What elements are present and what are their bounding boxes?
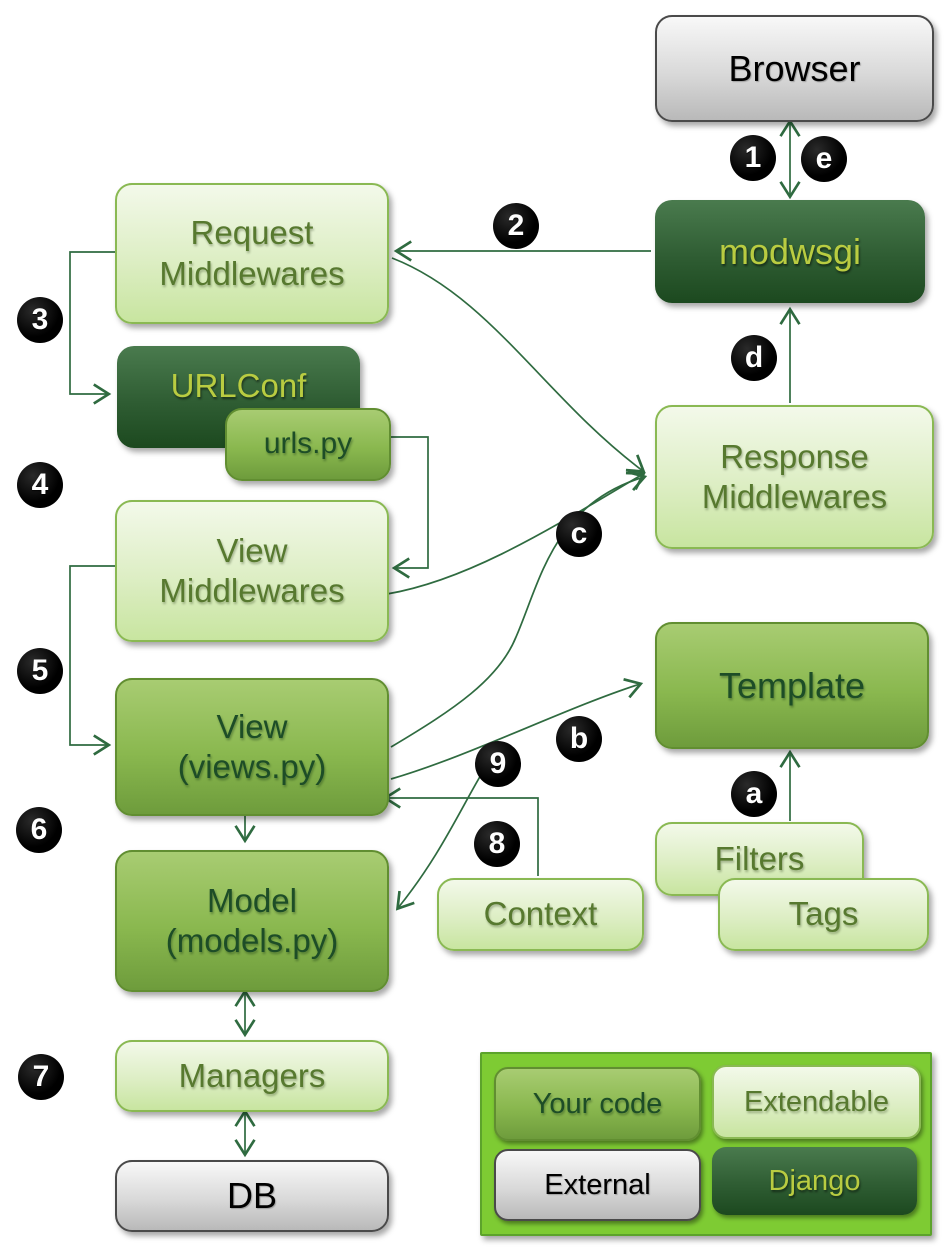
step-badge-b: b (556, 716, 602, 762)
step-badge-3: 3 (17, 297, 63, 343)
node-view: View (views.py) (115, 678, 389, 816)
legend-item-django: Django (712, 1147, 917, 1215)
edge-context-to-view (382, 787, 539, 876)
edge-view-middlewares-to-response-middlewares (386, 471, 646, 595)
node-response-middlewares-label: Response Middlewares (701, 437, 888, 515)
node-urlconf-label: URLConf (170, 366, 307, 404)
edge-view-middlewares-to-view (69, 565, 115, 756)
node-tags: Tags (718, 878, 929, 951)
node-tags-label: Tags (788, 895, 859, 933)
node-template: Template (655, 622, 929, 749)
node-modwsgi: modwsgi (655, 200, 925, 303)
step-badge-5: 5 (17, 648, 63, 694)
step-badge-1: 1 (730, 135, 776, 181)
node-filters-label: Filters (714, 839, 805, 877)
edge-request-middlewares-to-response-middlewares (391, 257, 646, 473)
step-badge-c: c (556, 511, 602, 557)
node-context: Context (437, 878, 644, 951)
step-badge-a: a (731, 771, 777, 817)
legend-your-code-label: Your code (532, 1087, 663, 1120)
legend: Your code Extendable External Django (480, 1052, 932, 1236)
node-model-label: Model (models.py) (165, 881, 339, 959)
node-managers-label: Managers (178, 1056, 326, 1094)
node-urls-py: urls.py (225, 408, 391, 481)
step-badge-8: 8 (474, 821, 520, 867)
node-browser: Browser (655, 15, 934, 122)
node-view-middlewares: View Middlewares (115, 500, 389, 642)
node-db: DB (115, 1160, 389, 1232)
node-modwsgi-label: modwsgi (718, 230, 862, 272)
edge-urls-py-to-view-middlewares (386, 436, 429, 579)
node-managers: Managers (115, 1040, 389, 1112)
legend-item-extendable: Extendable (712, 1065, 921, 1139)
step-badge-9: 9 (475, 741, 521, 787)
edge-view-to-template (390, 678, 644, 780)
node-template-label: Template (718, 664, 866, 706)
step-badge-e: e (801, 136, 847, 182)
legend-django-label: Django (768, 1164, 861, 1197)
step-badge-d: d (731, 335, 777, 381)
step-badge-4: 4 (17, 462, 63, 508)
legend-extendable-label: Extendable (743, 1085, 890, 1118)
node-browser-label: Browser (728, 47, 861, 89)
node-context-label: Context (483, 895, 598, 933)
legend-item-your-code: Your code (494, 1067, 701, 1141)
node-view-label: View (views.py) (177, 707, 327, 785)
node-urls-py-label: urls.py (263, 427, 353, 461)
step-badge-7: 7 (18, 1054, 64, 1100)
step-badge-2: 2 (493, 203, 539, 249)
step-badge-6: 6 (16, 807, 62, 853)
node-model: Model (models.py) (115, 850, 389, 992)
node-db-label: DB (226, 1175, 277, 1217)
node-request-middlewares: Request Middlewares (115, 183, 389, 324)
node-request-middlewares-label: Request Middlewares (159, 214, 345, 292)
legend-external-label: External (544, 1168, 651, 1201)
node-response-middlewares: Response Middlewares (655, 405, 934, 549)
legend-item-external: External (494, 1149, 701, 1221)
edge-request-middlewares-to-urlconf (69, 251, 115, 405)
node-view-middlewares-label: View Middlewares (159, 531, 345, 609)
edge-view-to-response-middlewares (390, 470, 648, 748)
